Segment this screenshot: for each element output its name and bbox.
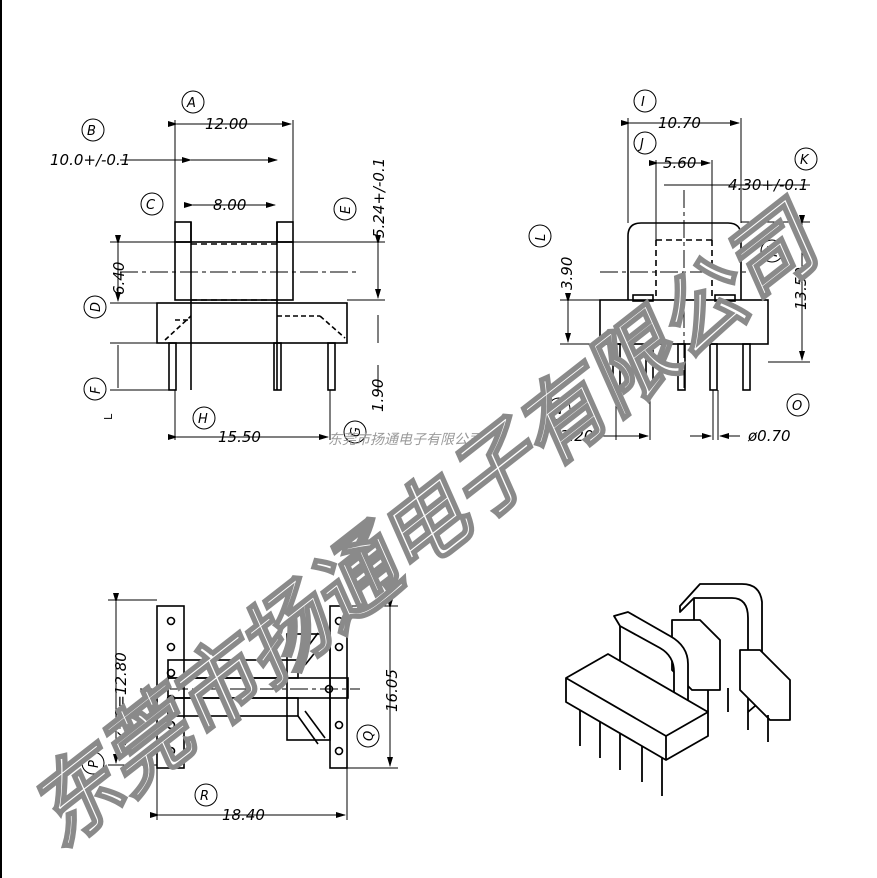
- label-B: B: [87, 124, 96, 139]
- dim-E-value: 5.24+/-0.1: [370, 158, 388, 238]
- label-A: A: [186, 96, 196, 111]
- bottom-view-circle-letters: P Q R: [87, 731, 377, 804]
- front-view: [110, 120, 385, 440]
- label-P: P: [87, 760, 102, 768]
- label-O: O: [792, 399, 802, 414]
- label-D: D: [89, 302, 104, 312]
- dim-P-value: 4x3.2=12.80: [112, 652, 130, 750]
- side-view: [560, 118, 810, 440]
- dim-Q-value: 16.05: [383, 669, 401, 712]
- bottom-view: [108, 593, 398, 820]
- watermark-large: 东莞市扬通电子有限公司: [10, 184, 843, 867]
- dim-L-marker: L: [102, 413, 115, 420]
- dim-N-value: 3.20: [560, 427, 593, 445]
- dim-G-value: 1.90: [369, 379, 387, 412]
- label-K: K: [800, 153, 810, 168]
- isometric-view: [565, 583, 791, 796]
- label-M: M: [766, 246, 781, 257]
- dim-J-value: 5.60: [663, 154, 696, 172]
- label-I: I: [641, 95, 645, 110]
- label-L: L: [534, 234, 549, 241]
- label-G: G: [349, 427, 364, 437]
- front-view-circle-letters: A B C E D F H G: [87, 96, 364, 437]
- side-view-labels: [528, 89, 818, 421]
- label-R: R: [200, 789, 209, 804]
- dim-A-value: 12.00: [205, 115, 248, 133]
- label-J: J: [637, 137, 644, 152]
- label-C: C: [146, 198, 156, 213]
- label-H: H: [198, 412, 208, 427]
- front-view-dimensions: 12.00 10.0+/-0.1 8.00 5.24+/-0.1 6.40 1.…: [50, 115, 388, 446]
- dim-M-value: 13.50: [792, 267, 810, 310]
- label-F: F: [89, 386, 104, 394]
- dim-D-value: 6.40: [110, 262, 128, 295]
- bottom-view-dimensions: 4x3.2=12.80 16.05 18.40: [112, 652, 401, 824]
- dim-K-value: 4.30+/-0.1: [728, 176, 808, 194]
- front-view-labels: [81, 90, 367, 444]
- dim-I-value: 10.70: [658, 114, 701, 132]
- dim-C-value: 8.00: [213, 196, 246, 214]
- dim-R-value: 18.40: [222, 806, 265, 824]
- label-Q: Q: [362, 731, 377, 741]
- dim-B-value: 10.0+/-0.1: [50, 151, 130, 169]
- label-N: N: [553, 403, 563, 418]
- side-view-circle-letters: I J K L M N O: [534, 95, 810, 418]
- watermark-small: 东莞市扬通电子有限公司: [328, 432, 484, 448]
- dim-H-value: 15.50: [218, 428, 261, 446]
- side-view-dimensions: 10.70 5.60 4.30+/-0.1 3.90 13.50 3.20 ø0…: [558, 114, 810, 445]
- bottom-view-labels: [81, 724, 380, 807]
- dim-L-value: 3.90: [558, 257, 576, 290]
- dim-O-value: ø0.70: [747, 427, 791, 445]
- label-E: E: [339, 205, 354, 214]
